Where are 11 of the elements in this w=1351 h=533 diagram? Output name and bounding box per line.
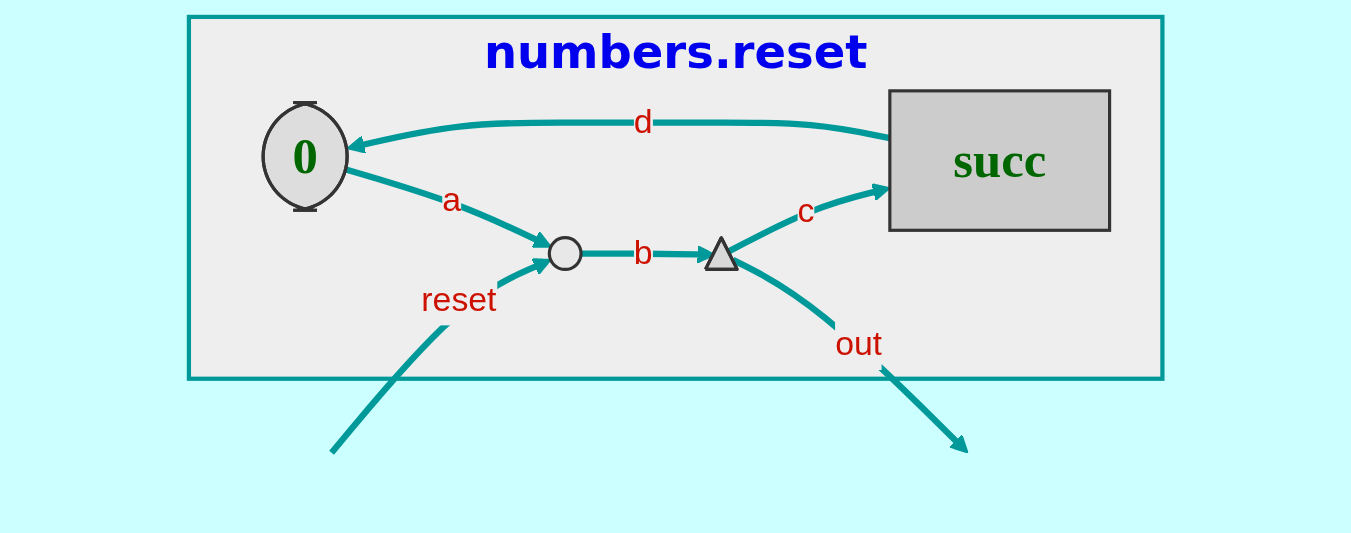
edge-label: b bbox=[633, 234, 653, 271]
arrow bbox=[731, 257, 969, 454]
edge-label: c bbox=[797, 191, 815, 228]
edge-label: out bbox=[834, 325, 882, 362]
arrow bbox=[328, 258, 552, 455]
node-circle bbox=[547, 236, 583, 271]
node-box: succ bbox=[888, 89, 1111, 232]
edge-label: a bbox=[442, 181, 461, 218]
edge-label: reset bbox=[421, 281, 497, 317]
arrow bbox=[345, 166, 552, 248]
edge-label: d bbox=[633, 103, 653, 140]
